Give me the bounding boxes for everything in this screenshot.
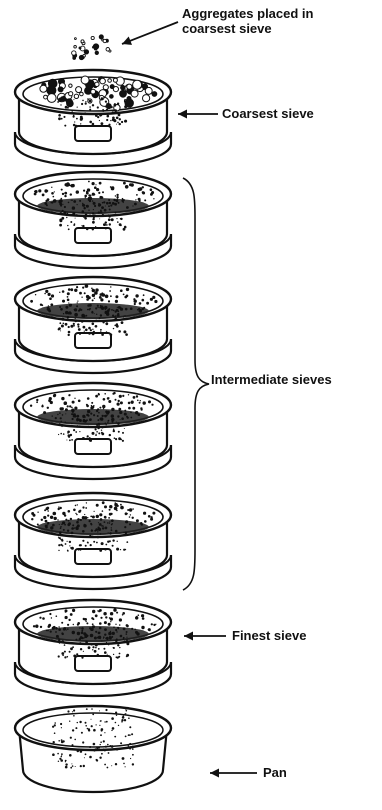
aggregates-arrow <box>122 22 178 45</box>
intermediate-sieve-3 <box>15 383 171 479</box>
finest-sieve-label: Finest sieve <box>232 628 306 643</box>
coarsest-sieve-label: Coarsest sieve <box>222 106 314 121</box>
finest-sieve-arrow <box>184 632 226 641</box>
aggregates-label-line2: coarsest sieve <box>182 21 313 36</box>
aggregates-label-line1: Aggregates placed in <box>182 6 313 21</box>
intermediate-sieves-label: Intermediate sieves <box>211 372 332 387</box>
aggregates-label: Aggregates placed in coarsest sieve <box>182 6 313 36</box>
finest-sieve <box>15 600 171 696</box>
intermediate-sieve-1 <box>15 172 171 268</box>
pan <box>15 706 171 792</box>
intermediate-sieve-2 <box>15 277 171 373</box>
pan-label: Pan <box>263 765 287 780</box>
sieve-stack <box>15 35 171 792</box>
intermediate-sieve-4 <box>15 493 171 589</box>
coarsest-sieve <box>15 70 171 166</box>
aggregates-poured <box>72 35 111 60</box>
intermediate-sieves-brace <box>183 178 209 590</box>
pan-arrow <box>210 769 257 778</box>
coarsest-sieve-arrow <box>178 110 218 119</box>
